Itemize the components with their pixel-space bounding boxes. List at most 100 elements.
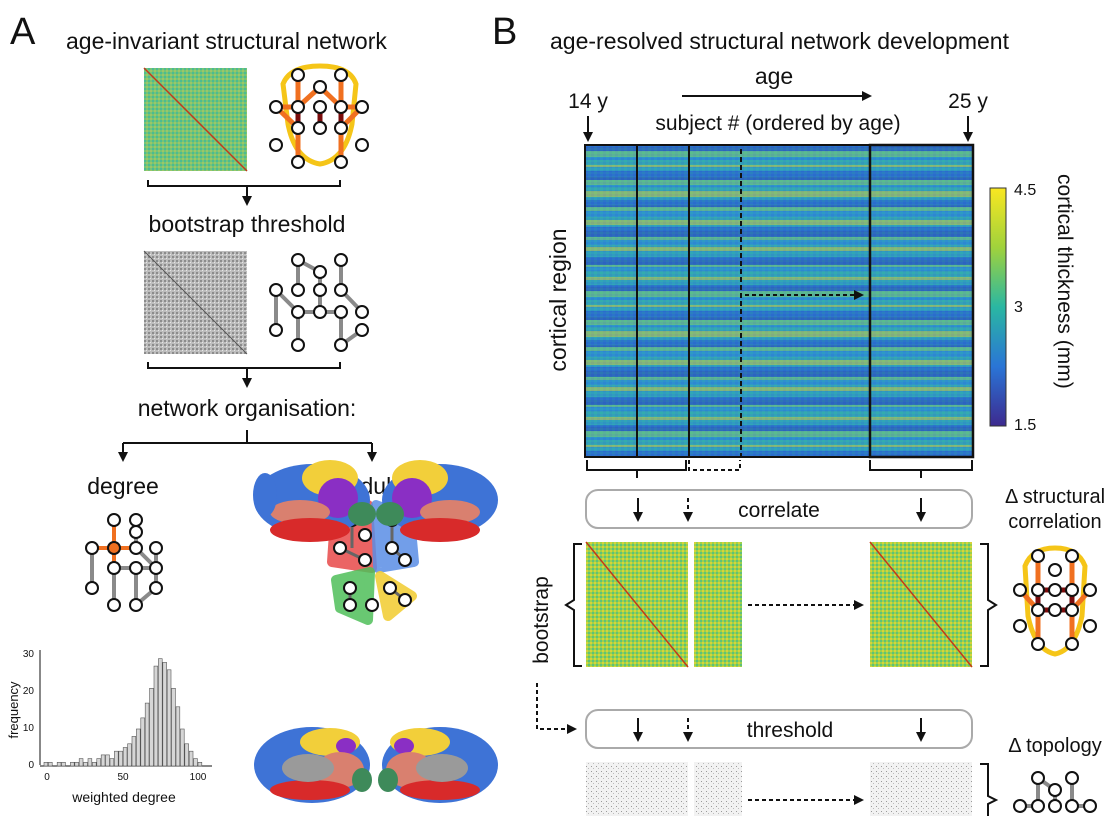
histogram-bar [188, 750, 194, 767]
histogram-bar [48, 761, 53, 767]
gray-network-a [269, 253, 369, 352]
heatmap-stripe [585, 191, 973, 197]
colorbar-tick-max: 4.5 [1014, 182, 1036, 199]
heatmap-stripe [585, 207, 973, 211]
heatmap-stripe [585, 147, 973, 151]
delta-correlation-network [1013, 545, 1097, 657]
histogram-bar [87, 758, 93, 767]
histogram-bar [158, 658, 163, 767]
histogram-bar [127, 743, 132, 767]
heatmap-stripe [585, 377, 973, 380]
bootstrap-brace: bootstrap [530, 543, 582, 734]
heatmap-stripe [585, 327, 973, 331]
heatmap-stripe [585, 177, 973, 180]
network-organisation-label: network organisation: [138, 395, 357, 421]
heatmap-stripe [585, 331, 973, 337]
heatmap-stripe [585, 420, 973, 425]
heatmap-stripe [585, 337, 973, 340]
right-brace-correlation [980, 543, 998, 667]
threshold-box [585, 709, 973, 749]
brain-medial-right [378, 727, 498, 803]
fork-arrows [118, 430, 377, 462]
histogram-bar [171, 687, 176, 767]
brain-lateral-right [376, 460, 498, 542]
age-label: age [755, 63, 793, 89]
histogram-bar [109, 758, 115, 767]
heatmap-stripe [585, 237, 973, 240]
bootstrap-side-label: bootstrap [530, 576, 553, 664]
thresholded-matrix-a [143, 250, 248, 355]
bootstrap-threshold-label: bootstrap threshold [149, 211, 346, 237]
panel-b-title: age-resolved structural network developm… [550, 28, 1010, 54]
subject-axis-label: subject # (ordered by age) [655, 112, 900, 135]
heatmap-stripe [585, 285, 973, 287]
heatmap-stripe [585, 417, 973, 420]
heatmap-stripe [585, 297, 973, 300]
heatmap-stripe [585, 307, 973, 311]
heatmap-stripe [585, 380, 973, 385]
hist-ytick-20: 20 [23, 686, 35, 697]
histogram-bar [118, 750, 123, 767]
heatmap-stripe [585, 197, 973, 200]
heatmap-stripe [585, 367, 973, 371]
heatmap-stripe [585, 265, 973, 267]
histogram-bar [70, 761, 75, 767]
histogram-bar [105, 754, 110, 767]
delta-correlation-line2: correlation [1008, 511, 1101, 533]
heatmap-stripe [585, 365, 973, 367]
heatmap-stripe [585, 257, 973, 260]
age-end-label: 25 y [948, 90, 988, 113]
heatmap-stripe [585, 360, 973, 365]
histogram-bar [162, 662, 167, 767]
heatmap-stripe [585, 251, 973, 257]
hist-ytick-10: 10 [23, 723, 35, 734]
hist-ytick-30: 30 [23, 649, 35, 660]
brain-modules-illustration [253, 460, 498, 803]
heatmap-stripe [585, 387, 973, 391]
delta-correlation-line1: Δ structural [1005, 486, 1105, 508]
colorbar-tick-mid: 3 [1014, 299, 1023, 316]
heatmap-stripe [585, 440, 973, 445]
histogram-bar [197, 761, 203, 767]
bracket-a2 [147, 362, 341, 369]
panel-a-title: age-invariant structural network [66, 28, 387, 54]
histogram-bar [180, 728, 185, 767]
heatmap-stripe [585, 371, 973, 377]
right-brace-topology [980, 763, 999, 816]
correlate-arrows [633, 498, 926, 522]
thresholded-matrices [586, 762, 972, 816]
heatmap-stripe [585, 397, 973, 400]
panel-a-letter: A [10, 11, 36, 53]
heatmap-stripe [585, 271, 973, 277]
heatmap-stripe [585, 267, 973, 271]
heatmap-stripe [585, 447, 973, 451]
brain-medial-left [254, 727, 372, 803]
thickness-heatmap [584, 143, 975, 459]
heatmap-stripe [585, 427, 973, 431]
hist-xtick-50: 50 [117, 772, 129, 783]
heatmap-stripe [585, 351, 973, 357]
heatmap-stripe [585, 305, 973, 307]
histogram-bars [43, 658, 203, 767]
heatmap-stripe [585, 347, 973, 351]
heatmap-stripe [585, 211, 973, 217]
heatmap-stripe [585, 451, 973, 457]
histogram-bar [114, 750, 119, 767]
heatmap-stripe [585, 291, 973, 297]
heatmap-brackets [586, 460, 973, 478]
heatmap-stripe [585, 260, 973, 265]
heatmap-stripe [585, 345, 973, 347]
age-start-label: 14 y [568, 90, 608, 113]
histogram-bar [96, 758, 101, 767]
heatmap-stripe [585, 247, 973, 251]
heatmap-stripe [585, 317, 973, 320]
heatmap-stripe [585, 311, 973, 317]
heatmap-stripe [585, 280, 973, 285]
heatmap-stripe [585, 425, 973, 427]
histogram-bar [131, 736, 137, 767]
heatmap-stripe [585, 411, 973, 417]
heatmap-stripe [585, 407, 973, 411]
histogram-bar [83, 761, 88, 767]
heatmap-stripe [585, 277, 973, 280]
